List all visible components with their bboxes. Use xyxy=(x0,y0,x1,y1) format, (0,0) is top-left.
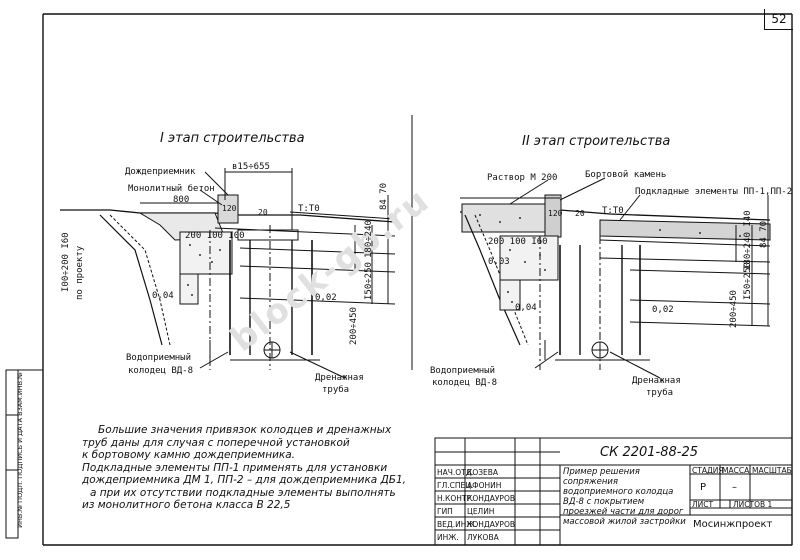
note-line: из монолитного бетона класса В 22,5 xyxy=(82,499,291,511)
stage2-dim-200-450: 200÷450 xyxy=(729,290,739,328)
title-block-role: ГЛ.СПЕЦ. xyxy=(437,481,474,490)
stage1-dim-800: 800 xyxy=(173,195,190,205)
stage2-dim-84-70: 84 70 xyxy=(759,220,769,248)
stage1-dim-20: 20 xyxy=(258,208,268,217)
stage1-dim-84-70: 84 70 xyxy=(379,182,389,210)
stage2-drain2: труба xyxy=(646,388,674,398)
title-block-org: Мосинжпроект xyxy=(693,519,773,530)
title-block-mass-value: – xyxy=(732,482,737,493)
note-line: к бортовому камню дождеприемника. xyxy=(82,449,296,461)
stage2-label-sub-elems: Подкладные элементы ПП-1,ПП-2 xyxy=(635,187,793,197)
stage1-drain1: Дренажная xyxy=(315,373,364,383)
stage2-drain1: Дренажная xyxy=(632,376,681,386)
stage2-slope3: 0,02 xyxy=(652,305,674,315)
stage1-dim-180-240: 180÷240 xyxy=(364,220,374,258)
title-block-sheets-label: ЛИСТОВ 1 xyxy=(733,500,773,509)
stage1-by-design: по проекту xyxy=(75,245,85,300)
title-block-name: ЦЕЛИН xyxy=(467,507,495,516)
title-block-role: ГИП xyxy=(437,507,453,516)
stage1-dim-left: I00÷200 I60 xyxy=(61,232,71,292)
stage1-label-monolith: Монолитный бетон xyxy=(128,184,215,194)
stage2-dim-180-240: I80÷240 I40 xyxy=(743,210,753,270)
title-block-role: ВЕД.ИНЖ. xyxy=(437,520,477,529)
title-block-code: СК 2201-88-25 xyxy=(600,445,698,460)
title-block-role: НАЧ.ОТД. xyxy=(437,468,475,477)
stage1-elev: Т:Т0 xyxy=(298,204,320,214)
title-block-name: АФОНИН xyxy=(467,481,502,490)
stage1-well-label1: Водоприемный xyxy=(126,353,192,363)
note-line: дождеприемника ДМ 1, ПП-2 – для дождепри… xyxy=(82,474,406,486)
notes-block: Большие значения привязок колодцев и дре… xyxy=(82,424,437,512)
title-block-col-mass: МАССА xyxy=(722,466,750,475)
stage1-slope2: 0,02 xyxy=(315,293,337,303)
page-number: 52 xyxy=(764,9,793,30)
title-block-name: КОЗЕВА xyxy=(467,468,499,477)
note-line: а при их отсутствии подкладные элементы … xyxy=(90,486,396,499)
title-block-name: КОНДАУРОВ xyxy=(467,494,515,503)
stage2-label-curb: Бортовой камень xyxy=(585,170,667,180)
stage2-label-mortar: Раствор М 200 xyxy=(487,173,558,183)
stage1-well-label2: колодец ВД-8 xyxy=(128,366,194,376)
stage1-dim-200-450: 200÷450 xyxy=(349,307,359,345)
note-line: Большие значения привязок колодцев и дре… xyxy=(98,424,392,436)
title-block-col-stage: СТАДИЯ xyxy=(692,466,724,475)
stage1-drain2: труба xyxy=(322,385,350,395)
title-block-role: Н.КОНТР. xyxy=(437,494,474,503)
title-block-role: ИНЖ. xyxy=(437,533,459,542)
stage2-title: II этап строительства xyxy=(522,134,671,149)
stage2-elev: Т:Т0 xyxy=(602,206,624,216)
stage1-label-inlet: Дождеприемник xyxy=(125,167,196,177)
stage2-dim-120: 120 xyxy=(548,209,563,218)
stage2-well-label2: колодец ВД-8 xyxy=(432,378,498,388)
title-block-description: Пример решения сопряжения водоприемного … xyxy=(563,467,686,527)
stage1-dim-120: 120 xyxy=(222,204,237,213)
stage2-dim-150-250: I50÷250 xyxy=(743,262,753,300)
stage2-dim-200-100: 200 100 I60 xyxy=(488,237,548,247)
note-line: Подкладные элементы ПП-1 применять для у… xyxy=(82,461,388,474)
title-block-name: ЛУКОВА xyxy=(467,533,499,542)
title-block-sheet-label: ЛИСТ xyxy=(692,500,714,509)
stage2-slope2: 0,04 xyxy=(515,303,537,313)
stage1-dim-150-250: I50÷250 xyxy=(364,262,374,300)
title-block-name: КОНДАУРОВ xyxy=(467,520,515,529)
stage2-well-label1: Водоприемный xyxy=(430,366,496,376)
stage1-title: I этап строительства xyxy=(160,131,305,146)
stage1-slope1: 0,04 xyxy=(152,291,174,301)
note-line: труб даны для случая с поперечной устано… xyxy=(82,436,350,449)
stage1-dim-top: в15÷655 xyxy=(232,162,270,172)
title-block-stage-value: Р xyxy=(700,482,707,493)
stage2-dim-20: 20 xyxy=(575,209,585,218)
stage1-dim-200-100: 200 100 I00 xyxy=(185,231,245,241)
title-block-col-scale: МАСШТАБ xyxy=(752,466,792,475)
stage2-slope1: 0,03 xyxy=(488,257,510,267)
